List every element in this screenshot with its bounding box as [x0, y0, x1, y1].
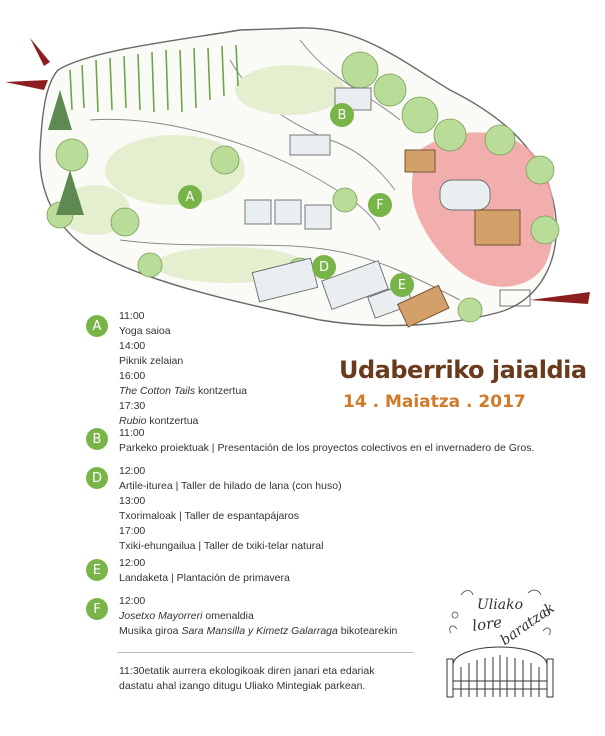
- schedule-line: 16:00: [119, 370, 146, 382]
- pine-trees: [48, 90, 84, 215]
- schedule-block-d: 12:00 Artile-iturea | Taller de hilado d…: [119, 464, 342, 554]
- map-marker-a: A: [178, 185, 202, 209]
- schedule-line-rest: kontzertua: [146, 415, 199, 427]
- greenhouses: [244, 87, 491, 319]
- band-name: Rubio: [119, 415, 147, 427]
- schedule-line: Josetxo Mayorreri omenaldia: [119, 609, 397, 624]
- schedule-line-rest: bikotearekin: [337, 625, 398, 637]
- schedule-line: Piknik zelaian: [119, 355, 184, 367]
- event-title: Udaberriko jaialdia: [339, 356, 587, 384]
- schedule-badge-a: A: [86, 315, 108, 337]
- schedule-block-f: 12:00 Josetxo Mayorreri omenaldia Musika…: [119, 594, 397, 639]
- footer-line: dastatu ahal izango ditugu Uliako Minteg…: [119, 680, 366, 692]
- schedule-line: 13:00: [119, 495, 146, 507]
- schedule-block-a: 11:00 Yoga saioa 14:00 Piknik zelaian 16…: [119, 309, 247, 429]
- schedule-line: Txiki-ehungailua | Taller de txiki-telar…: [119, 540, 324, 552]
- map-marker-e: E: [390, 273, 414, 297]
- schedule-line: Txorimaloak | Taller de espantapájaros: [119, 510, 299, 522]
- path-1: [89, 118, 381, 231]
- schedule-line: 17:30: [119, 400, 146, 412]
- schedule-line-pre: Musika giroa: [119, 625, 182, 637]
- svg-text:Uliako: Uliako: [477, 597, 523, 613]
- schedule-badge-f: F: [86, 598, 108, 620]
- schedule-line: Parkeko proiektuak | Presentación de los…: [119, 442, 535, 454]
- highlight-area: [412, 132, 555, 287]
- schedule-line-rest: omenaldia: [202, 610, 254, 622]
- gate-fence: [499, 289, 531, 307]
- schedule-line: The Cotton Tails kontzertua: [119, 384, 247, 399]
- honoree-name: Josetxo Mayorreri: [119, 610, 203, 622]
- schedule-line: Artile-iturea | Taller de hilado de lana…: [119, 480, 342, 492]
- path-2: [119, 239, 461, 301]
- schedule-line: 12:00: [119, 557, 146, 569]
- svg-text:lore: lore: [471, 613, 503, 635]
- schedule-line: 12:00: [119, 465, 146, 477]
- uliako-lore-baratzak-logo: Uliako lore baratzak: [446, 589, 558, 698]
- schedule-block-b: 11:00 Parkeko proiektuak | Presentación …: [119, 426, 534, 456]
- musician-names: Sara Mansilla y Kimetz Galarraga: [181, 625, 338, 637]
- schedule-line: 12:00: [119, 595, 146, 607]
- schedule-block-e: 12:00 Landaketa | Plantación de primaver…: [119, 556, 290, 586]
- schedule-line: Yoga saioa: [119, 325, 171, 337]
- garden-map: [5, 27, 590, 328]
- schedule-badge-b: B: [86, 428, 108, 450]
- schedule-badge-e: E: [86, 559, 108, 581]
- lawn-top: [235, 65, 345, 115]
- map-marker-d: D: [312, 255, 336, 279]
- schedule-line: 11:00: [119, 427, 145, 439]
- schedule-line: Musika giroa Sara Mansilla y Kimetz Gala…: [119, 624, 397, 639]
- bamboo-grove: [69, 44, 239, 113]
- footer-divider: [117, 652, 414, 653]
- band-name: The Cotton Tails: [119, 385, 196, 397]
- lawn-a: [105, 135, 245, 205]
- event-date: 14 . Maiatza . 2017: [343, 392, 526, 412]
- path-4: [299, 39, 401, 121]
- footer-note: 11:30etatik aurrera ekologikoak diren ja…: [119, 664, 374, 694]
- schedule-line: 17:00: [119, 525, 146, 537]
- map-marker-b: B: [330, 103, 354, 127]
- gate-icon: [446, 646, 554, 698]
- schedule-line: Landaketa | Plantación de primavera: [119, 572, 290, 584]
- schedule-line-rest: kontzertua: [195, 385, 248, 397]
- schedule-line: 14:00: [119, 340, 146, 352]
- schedule-line: 11:00: [119, 310, 145, 322]
- map-marker-f: F: [368, 193, 392, 217]
- schedule-badge-d: D: [86, 467, 108, 489]
- footer-line: 11:30etatik aurrera ekologikoak diren ja…: [119, 665, 375, 677]
- entrance-arrows: [5, 38, 590, 304]
- schedule-line: Rubio kontzertua: [119, 414, 247, 429]
- wooden-huts: [397, 149, 521, 328]
